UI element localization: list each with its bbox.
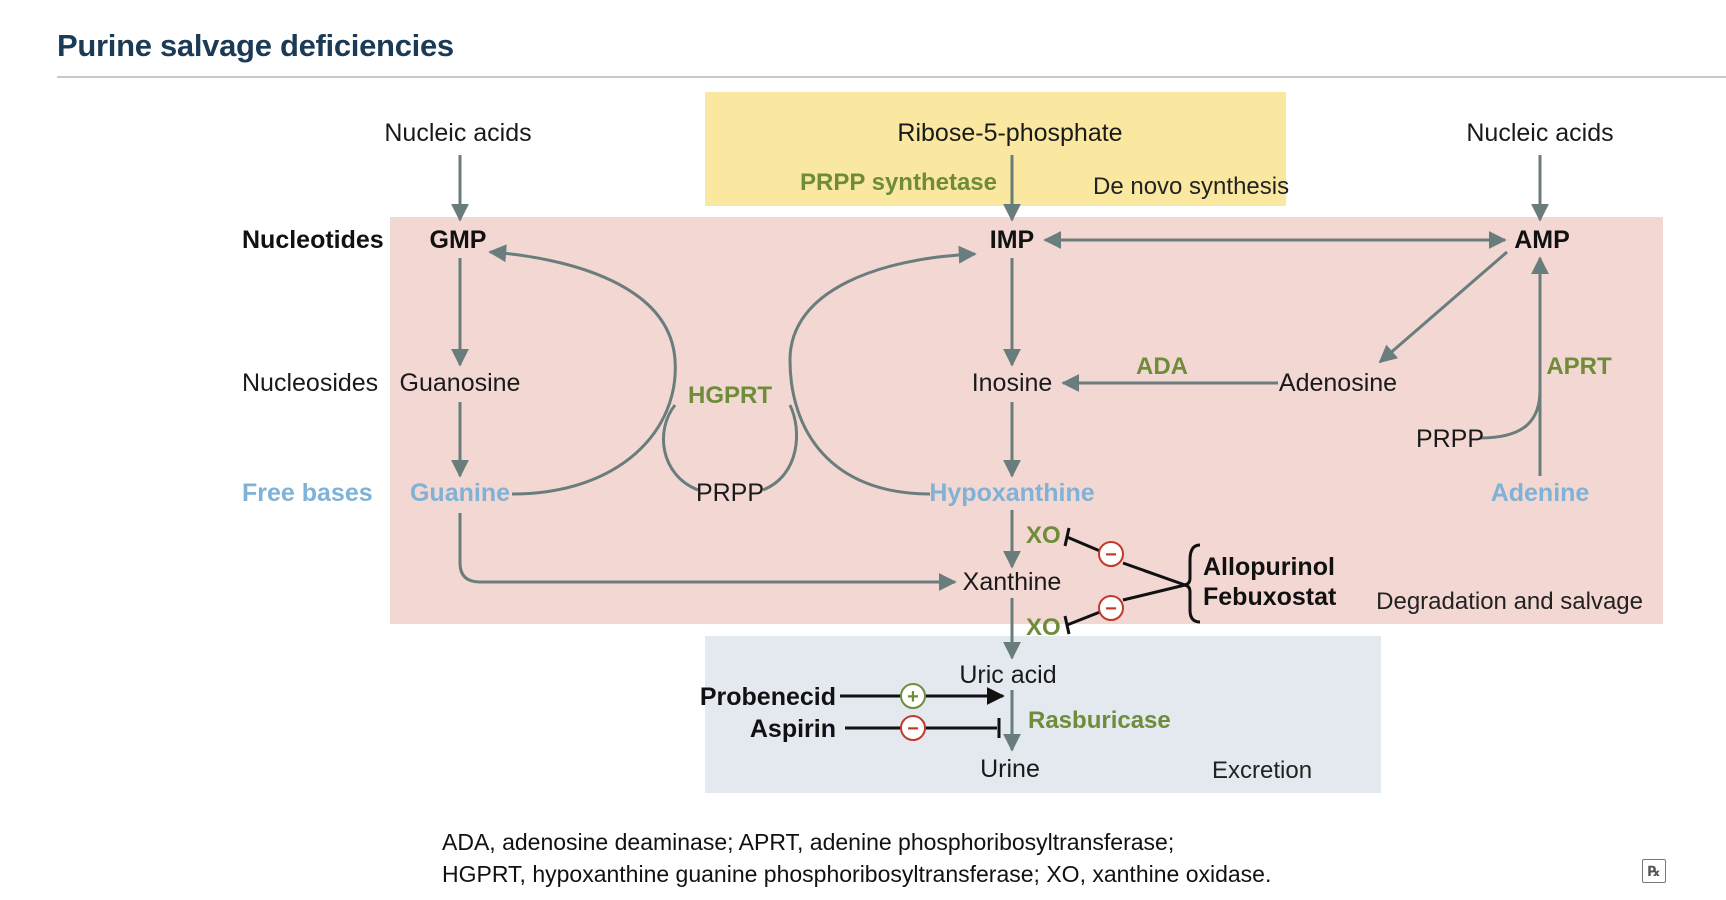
excretion-region: [705, 636, 1381, 793]
node-guanine: Guanine: [410, 479, 510, 507]
node-urine: Urine: [980, 755, 1040, 783]
node-adenine: Adenine: [1491, 479, 1590, 507]
drug-aspirin: Aspirin: [750, 715, 836, 743]
xo1-minus-sign: −: [1105, 544, 1117, 566]
page-title: Purine salvage deficiencies: [57, 28, 454, 63]
enzyme-xo-2: XO: [1026, 614, 1061, 641]
drug-probenecid: Probenecid: [700, 683, 836, 711]
node-ribose-5-phosphate: Ribose-5-phosphate: [897, 119, 1122, 147]
title-divider: [57, 76, 1726, 78]
node-prpp-right: PRPP: [1416, 425, 1484, 453]
hgprt-curve-hypoxanthine-to-imp: [788, 245, 977, 496]
row-label-free-bases: Free bases: [242, 479, 373, 507]
enzyme-hgprt: HGPRT: [688, 382, 772, 409]
enzyme-ada: ADA: [1136, 353, 1188, 380]
xo1-inhibit-circle: [1098, 541, 1124, 567]
legend-line-1: ADA, adenosine deaminase; APRT, adenine …: [442, 829, 1175, 855]
drug-to-xo2-line: [1122, 583, 1186, 602]
de-novo-label: De novo synthesis: [1093, 173, 1289, 200]
row-label-nucleosides: Nucleosides: [242, 369, 378, 397]
enzyme-xo-1: XO: [1026, 522, 1061, 549]
legend-line-2: HGPRT, hypoxanthine guanine phosphoribos…: [442, 861, 1272, 887]
drug-febuxostat: Febuxostat: [1203, 583, 1337, 611]
node-hypoxanthine: Hypoxanthine: [929, 479, 1094, 507]
node-gmp: GMP: [430, 226, 487, 254]
xo1-inhibition-line: [1066, 535, 1101, 553]
row-label-nucleotides: Nucleotides: [242, 226, 384, 254]
node-xanthine: Xanthine: [963, 568, 1062, 596]
xo2-inhibition-bar: [1063, 615, 1071, 635]
aprt-curve-prpp-to-amp: [1479, 389, 1542, 440]
xo2-minus-sign: −: [1105, 598, 1117, 620]
arrow-guanine-to-xanthine: [458, 513, 957, 591]
node-inosine: Inosine: [972, 369, 1053, 397]
aspirin-minus-sign: −: [907, 718, 919, 740]
probenecid-plus-sign: +: [907, 686, 919, 708]
enzyme-prpp-synthetase: PRPP synthetase: [800, 169, 997, 196]
arrow-amp-to-adenosine: [1378, 250, 1508, 364]
enzyme-rasburicase: Rasburicase: [1028, 707, 1171, 734]
node-nucleic-acids-left: Nucleic acids: [384, 119, 531, 147]
node-nucleic-acids-right: Nucleic acids: [1466, 119, 1613, 147]
hgprt-curve-prpp-to-imp: [762, 404, 799, 492]
degradation-label: Degradation and salvage: [1376, 588, 1643, 615]
rx-logo-icon: ℞: [1642, 859, 1666, 883]
probenecid-stimulate-circle: [900, 683, 926, 709]
degradation-salvage-region: [390, 217, 1663, 624]
excretion-label: Excretion: [1212, 757, 1312, 784]
node-prpp-center: PRPP: [696, 479, 764, 507]
hgprt-curve-prpp-to-gmp: [661, 404, 699, 492]
node-uric-acid: Uric acid: [959, 661, 1056, 689]
abbreviation-legend: ADA, adenosine deaminase; APRT, adenine …: [442, 826, 1271, 890]
node-guanosine: Guanosine: [400, 369, 521, 397]
xo2-inhibition-line: [1066, 610, 1101, 627]
de-novo-region: [705, 92, 1286, 206]
drug-allopurinol: Allopurinol: [1203, 553, 1335, 581]
hgprt-curve-guanine-to-gmp: [488, 244, 677, 496]
drug-bracket: [1182, 543, 1201, 624]
node-imp: IMP: [990, 226, 1034, 254]
drug-to-xo1-line: [1122, 561, 1186, 587]
node-amp: AMP: [1514, 226, 1570, 254]
xo2-inhibit-circle: [1098, 595, 1124, 621]
node-adenosine: Adenosine: [1279, 369, 1397, 397]
aspirin-inhibit-circle: [900, 715, 926, 741]
xo1-inhibition-bar: [1063, 527, 1071, 547]
enzyme-aprt: APRT: [1546, 353, 1612, 380]
